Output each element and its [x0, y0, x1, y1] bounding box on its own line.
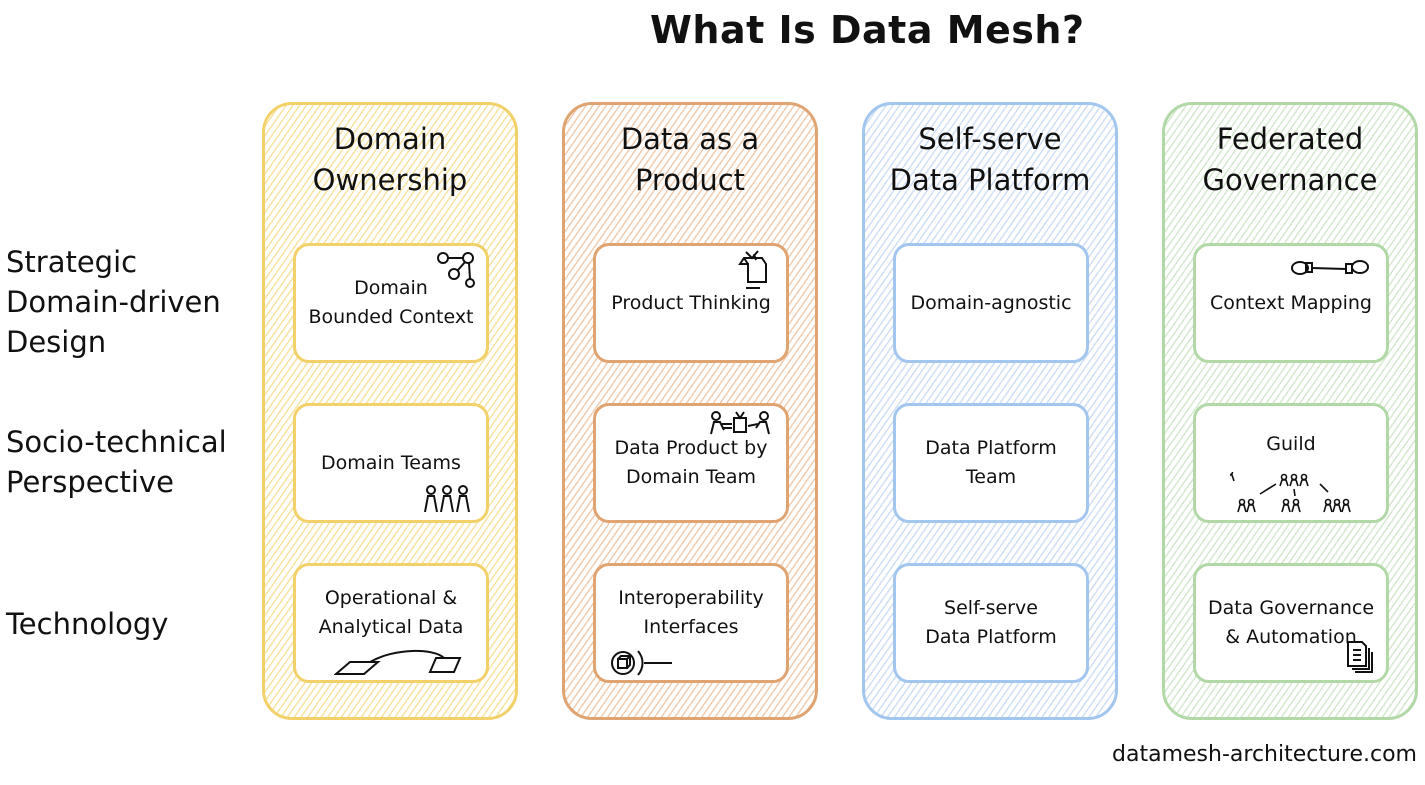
column-self-serve-data-platform: Self-serve Data Platform Domain-agnostic…	[862, 102, 1118, 720]
card-label: Context Mapping	[1209, 291, 1372, 314]
interface-plug-icon	[611, 650, 672, 676]
card-label: Interoperability Interfaces	[618, 587, 764, 638]
card-domain-agnostic: Domain-agnostic	[893, 243, 1089, 363]
product-box-icon	[738, 250, 767, 289]
card-label: Domain Teams	[321, 451, 461, 474]
card-label: Domain Bounded Context	[308, 277, 474, 328]
card-data-governance-automation: Data Governance & Automation	[1193, 563, 1389, 683]
card-label: Data Product by Domain Team	[614, 437, 768, 488]
card-operational-analytical-data: Operational & Analytical Data	[293, 563, 489, 683]
guild-hierarchy-icon	[1230, 472, 1351, 513]
card-data-platform-team: Data Platform Team	[893, 403, 1089, 523]
graph-nodes-icon	[437, 252, 475, 288]
card-label: Operational & Analytical Data	[318, 587, 464, 638]
footer-website: datamesh-architecture.com	[1112, 742, 1417, 767]
card-label: Product Thinking	[611, 291, 771, 314]
card-domain-bounded-context: Domain Bounded Context	[293, 243, 489, 363]
card-label: Domain-agnostic	[910, 291, 1072, 314]
column-title: Data as a Product	[620, 122, 760, 197]
card-context-mapping: Context Mapping	[1193, 243, 1389, 363]
card-interoperability-interfaces: Interoperability Interfaces	[593, 563, 789, 683]
column-title: Domain Ownership	[312, 122, 468, 197]
card-label: Self-serve Data Platform	[925, 597, 1057, 648]
diagram-title: What Is Data Mesh?	[650, 8, 1085, 52]
documents-icon	[1347, 641, 1373, 673]
column-title: Self-serve Data Platform	[889, 122, 1091, 197]
column-federated-governance: Federated Governance Context Mapping Gui…	[1162, 102, 1418, 720]
row-label-strategic-ddd: Strategic Domain-driven Design	[6, 245, 221, 359]
team-people-icon	[424, 485, 470, 513]
card-domain-teams: Domain Teams	[293, 403, 489, 523]
card-guild: Guild	[1193, 403, 1389, 523]
row-label-technology: Technology	[6, 607, 169, 641]
card-product-thinking: Product Thinking	[593, 243, 789, 363]
card-self-serve-data-platform: Self-serve Data Platform	[893, 563, 1089, 683]
data-transfer-icon	[334, 650, 462, 675]
card-label: Data Governance & Automation	[1207, 597, 1375, 648]
card-data-product-by-domain-team: Data Product by Domain Team	[593, 403, 789, 523]
card-label: Guild	[1266, 432, 1316, 455]
column-data-as-a-product: Data as a Product Product Thinking Data …	[562, 102, 818, 720]
row-label-socio-technical: Socio-technical Perspective	[6, 425, 227, 499]
context-link-icon	[1291, 260, 1369, 275]
card-label: Data Platform Team	[925, 437, 1057, 488]
column-domain-ownership: Domain Ownership Domain Bounded Context …	[262, 102, 518, 720]
column-title: Federated Governance	[1202, 122, 1378, 197]
team-product-icon	[710, 411, 770, 435]
